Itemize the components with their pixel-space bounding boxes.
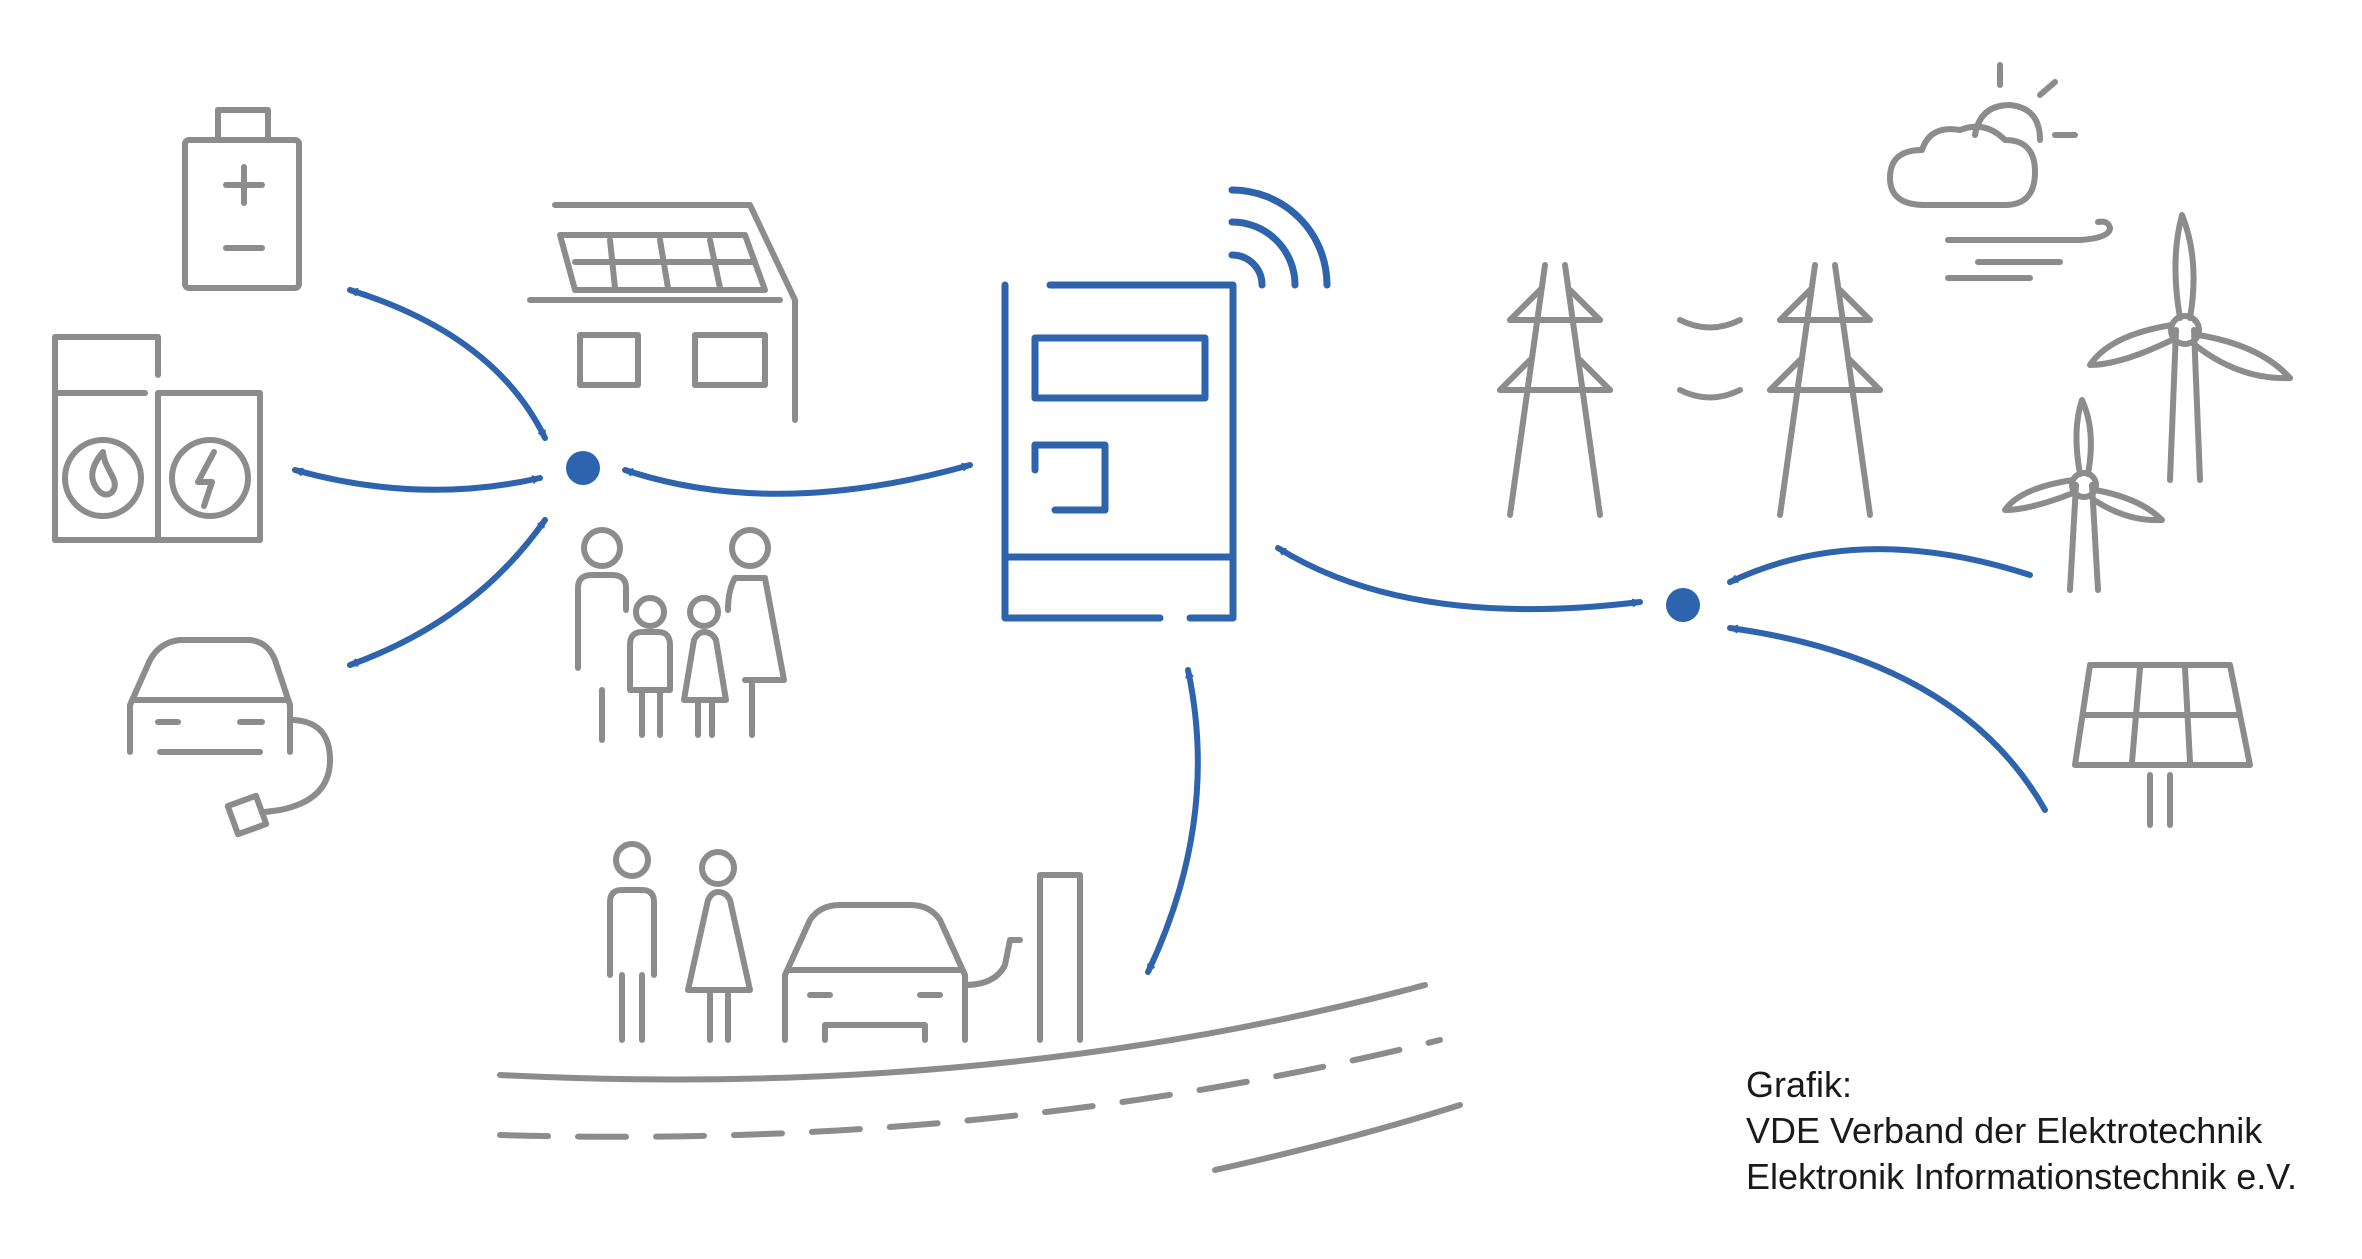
pedestrians-icon <box>607 841 753 1043</box>
electric-car-icon <box>127 637 333 838</box>
road-icon <box>497 982 1463 1173</box>
solar-panel-icon <box>2072 662 2253 828</box>
charging-station-icon <box>962 872 1083 1043</box>
home-hub-node <box>566 451 600 485</box>
wind-turbine-icon <box>2087 212 2293 483</box>
hub-gateway-arrow <box>622 462 973 497</box>
credit-organization-cont: Elektronik Informationstechnik e.V. <box>1746 1156 2297 1197</box>
battery-icon <box>182 107 302 291</box>
gateway-grid-arrow <box>1275 545 1643 613</box>
heat-pump-hub-arrow <box>292 467 543 493</box>
power-pylon-icon <box>1497 262 1613 518</box>
family-icon <box>575 527 787 743</box>
solar-house-icon <box>527 202 798 423</box>
wind-grid-arrow <box>1727 546 2033 585</box>
weather-icon <box>1887 62 2113 281</box>
power-line-icon <box>1677 317 1743 401</box>
heat-pump-icon <box>52 334 263 543</box>
power-pylon-icon <box>1767 262 1883 518</box>
wind-turbine-icon <box>2002 397 2165 593</box>
car-icon <box>782 902 968 1043</box>
image-credit: Grafik: VDE Verband der Elektrotechnik E… <box>1746 1062 2297 1200</box>
smart-meter-gateway-icon <box>1001 281 1237 622</box>
solar-grid-arrow <box>1727 624 2048 813</box>
credit-organization: VDE Verband der Elektrotechnik <box>1746 1110 2263 1151</box>
wireless-signal-icon <box>1228 186 1331 289</box>
grid-hub-node <box>1666 588 1700 622</box>
battery-hub-arrow <box>347 287 548 441</box>
gateway-street-arrow <box>1145 667 1201 975</box>
car-hub-arrow <box>347 517 548 668</box>
credit-label: Grafik: <box>1746 1064 1853 1105</box>
